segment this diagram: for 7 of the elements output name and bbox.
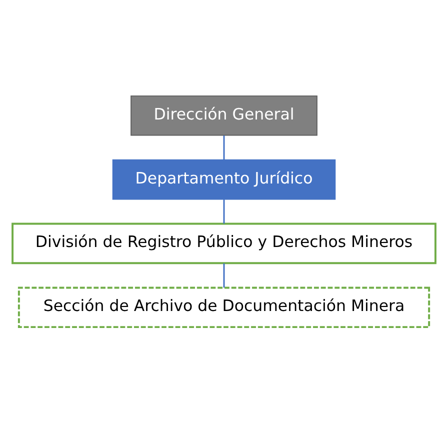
connector bbox=[223, 199, 225, 224]
node-box: Departamento Jurídico bbox=[112, 159, 336, 200]
node-box: División de Registro Público y Derechos Mineros bbox=[12, 222, 436, 264]
node-box: Sección de Archivo de Documentación Minera bbox=[18, 286, 430, 328]
connector bbox=[223, 136, 225, 160]
connector bbox=[223, 263, 225, 288]
node-box: Dirección General bbox=[130, 95, 318, 136]
